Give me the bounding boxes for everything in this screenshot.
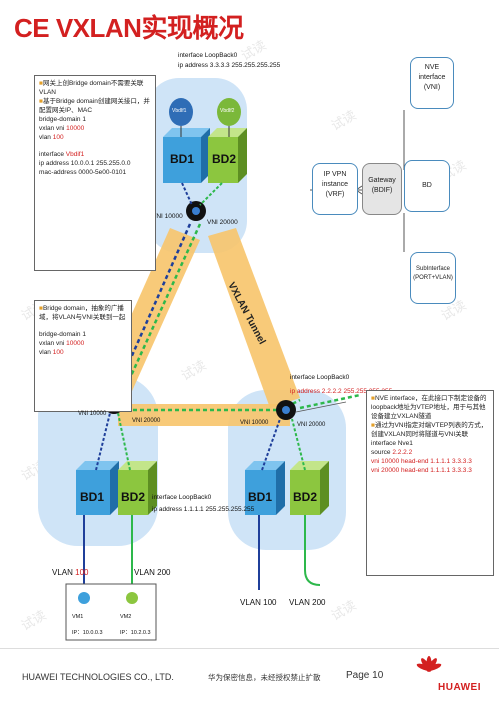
- top-loopback-label: interface LoopBack0: [178, 52, 238, 59]
- top-vni-left: VNI 10000: [152, 213, 183, 220]
- right-loopback-label: interface LoopBack0: [290, 374, 350, 381]
- footer-page: Page 10: [346, 670, 384, 681]
- right-note-line1: interface Nve1: [371, 440, 413, 447]
- top-loopback-ip: ip address 3.3.3.3 255.255.255.255: [178, 62, 281, 69]
- right-vni-left: VNI 10000: [240, 420, 269, 426]
- vm2-name: VM2: [120, 614, 132, 620]
- top-note-line4: interface Vbdif1: [39, 151, 85, 158]
- right-note-line4: vni 20000 head-end 1.1.1.1 3.3.3.3: [371, 467, 472, 474]
- huawei-logo-icon: [416, 656, 442, 672]
- vm1-ip: IP：10.0.0.3: [72, 630, 103, 636]
- top-note-line3: vlan 100: [39, 134, 64, 141]
- right-bd1-label: BD1: [248, 490, 273, 504]
- footer: HUAWEI TECHNOLOGIES CO., LTD. 华为保密信息，未经授…: [0, 648, 499, 706]
- mid-note-bullet1: ■Bridge domain，抽象的广播域，将VLAN与VNI关联到一起: [39, 305, 126, 321]
- bd-node: BD: [404, 160, 450, 212]
- nve-node: NVE interface (VNI): [410, 57, 454, 109]
- vm2-ip: IP：10.2.0.3: [120, 630, 151, 636]
- top-bd1-label: BD1: [170, 152, 195, 166]
- left-vni-right: VNI 20000: [132, 418, 161, 424]
- tunnel-right: [208, 228, 300, 408]
- ipvpn-node: IP VPN instance (VRF): [312, 163, 358, 215]
- left-vni-left: VNI 10000: [78, 411, 107, 417]
- right-bd1-cube: [245, 461, 285, 515]
- mid-note-line3: vlan 100: [39, 349, 64, 356]
- top-note-line2: vxlan vni 10000: [39, 125, 85, 132]
- top-note-box: ■网关上创Bridge domain不需要关联VLAN ■基于Bridge do…: [34, 75, 156, 271]
- footer-company: HUAWEI TECHNOLOGIES CO., LTD.: [22, 672, 174, 682]
- footer-confidential: 华为保密信息，未经授权禁止扩散: [208, 673, 321, 682]
- mid-note-line2: vxlan vni 10000: [39, 340, 85, 347]
- left-bd1-label: BD1: [80, 490, 105, 504]
- left-loopback-label: interface LoopBack0: [152, 494, 212, 501]
- left-vlan100-label: VLAN 100: [52, 568, 89, 577]
- page-title: CE VXLAN实现概况: [14, 13, 244, 43]
- top-bd2-label: BD2: [212, 152, 237, 166]
- right-note-box: ■NVE interface，在此接口下制定设备的loopback地址为VTEP…: [366, 390, 494, 576]
- gateway-node: Gateway (BDIF): [362, 163, 402, 215]
- left-vlan200-label: VLAN 200: [134, 568, 171, 577]
- left-bd2-cube: [118, 461, 157, 515]
- right-bd2-label: BD2: [293, 490, 318, 504]
- left-bd1-cube: [76, 461, 119, 515]
- footer-brand: HUAWEI: [438, 682, 481, 693]
- right-vlan200-label: VLAN 200: [289, 598, 326, 607]
- top-vni-right: VNI 20000: [207, 219, 238, 226]
- right-note-line3: vni 10000 head-end 1.1.1.1 3.3.3.3: [371, 458, 472, 465]
- right-vlan100-label: VLAN 100: [240, 598, 277, 607]
- right-bd2-cube: [290, 461, 329, 515]
- right-note-bullet1: ■NVE interface，在此接口下制定设备的loopback地址为VTEP…: [371, 395, 487, 420]
- vm1-name: VM1: [72, 614, 84, 620]
- vm2-icon: [126, 592, 138, 604]
- vm1-icon: [78, 592, 90, 604]
- left-loopback-ip: ip address 1.1.1.1 255.255.255.255: [152, 506, 255, 513]
- mid-note-line1: bridge-domain 1: [39, 331, 86, 338]
- top-bd1-cube: [163, 128, 210, 183]
- top-note-bullet2: ■基于Bridge domain创建网关接口，并配置网关IP、MAC: [39, 98, 150, 114]
- mid-note-box: ■Bridge domain，抽象的广播域，将VLAN与VNI关联到一起 bri…: [34, 300, 132, 412]
- right-note-line2: source 2.2.2.2: [371, 449, 413, 456]
- vbdif1-icon: [169, 98, 193, 126]
- right-note-bullet2: ■通过为VNI指定对端VTEP列表的方式，创建VXLAN同时将隧道与VNI关联: [371, 422, 488, 438]
- vbdif1-label: VbdIf1: [172, 108, 187, 114]
- right-loopback-ip: ip address 2.2.2.2 255.255.255.255: [290, 388, 393, 395]
- top-note-line6: mac-address 0000-5e00-0101: [39, 169, 127, 176]
- vbdif2-icon: [217, 98, 241, 126]
- top-note-bullet1: ■网关上创Bridge domain不需要关联VLAN: [39, 80, 144, 96]
- top-bd2-cube: [208, 128, 247, 183]
- top-note-line1: bridge-domain 1: [39, 116, 86, 123]
- vbdif2-label: VbdIf2: [220, 108, 235, 114]
- top-note-line5: ip address 10.0.0.1 255.255.0.0: [39, 160, 131, 167]
- right-vni-right: VNI 20000: [297, 422, 326, 428]
- subif-node: SubInterface (PORT+VLAN): [410, 252, 456, 304]
- left-bd2-label: BD2: [121, 490, 146, 504]
